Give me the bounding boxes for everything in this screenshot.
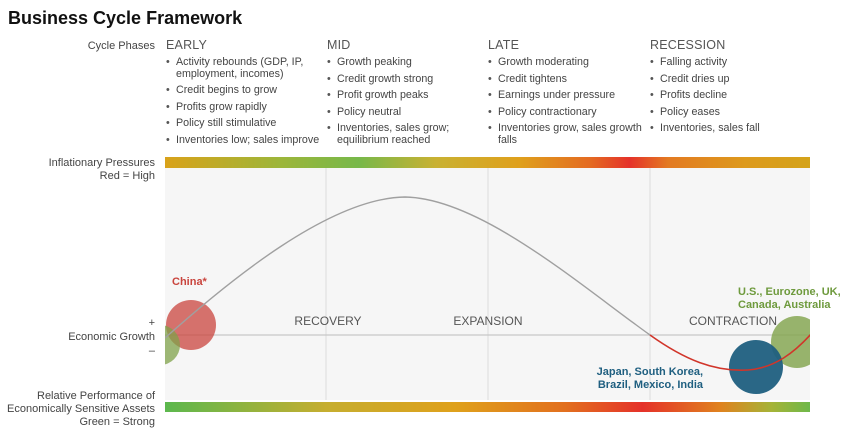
phase-late: LATE Growth moderating Credit tightens E…	[488, 38, 648, 151]
inflation-label-line2: Red = High	[99, 170, 155, 182]
phase-late-item: Inventories grow, sales growth falls	[488, 122, 648, 146]
phase-mid-item: Credit growth strong	[327, 73, 487, 86]
performance-label-line3: Green = Strong	[79, 416, 155, 428]
phase-recession-title: RECESSION	[650, 38, 726, 52]
cycle-curve	[165, 196, 651, 339]
phase-recession: RECESSION Falling activity Credit dries …	[650, 38, 810, 140]
phase-late-list: Growth moderating Credit tightens Earnin…	[488, 56, 648, 146]
phase-recession-item: Credit dries up	[650, 73, 810, 86]
growth-minus-sign: –	[148, 345, 155, 357]
phase-mid-title: MID	[327, 38, 351, 52]
cycle-curve-negative	[649, 333, 810, 371]
phase-late-title: LATE	[488, 38, 520, 52]
inflation-bar	[165, 157, 810, 168]
phase-early-item: Inventories low; sales improve	[166, 134, 326, 147]
left-green-bubble	[165, 325, 180, 365]
cycle-phases-label: Cycle Phases	[87, 40, 155, 52]
phase-mid-list: Growth peaking Credit growth strong Prof…	[327, 56, 487, 146]
phase-mid-item: Policy neutral	[327, 106, 487, 119]
phase-mid: MID Growth peaking Credit growth strong …	[327, 38, 487, 151]
performance-label-line1: Relative Performance of	[37, 390, 155, 402]
page-title: Business Cycle Framework	[8, 8, 243, 28]
inflation-label-line1: Inflationary Pressures	[48, 157, 155, 169]
emerging-bubble	[729, 340, 783, 394]
emerging-annotation-line1: Japan, South Korea,	[597, 366, 703, 378]
phase-early-title: EARLY	[166, 38, 208, 52]
developed-annotation-line1: U.S., Eurozone, UK,	[738, 286, 841, 298]
phase-late-item: Growth moderating	[488, 56, 648, 69]
performance-bar	[165, 402, 810, 412]
phase-early-item: Credit begins to grow	[166, 84, 326, 97]
phase-recession-list: Falling activity Credit dries up Profits…	[650, 56, 810, 135]
phase-late-item: Credit tightens	[488, 73, 648, 86]
phase-mid-item: Growth peaking	[327, 56, 487, 69]
phase-early-list: Activity rebounds (GDP, IP, employment, …	[166, 56, 326, 147]
growth-plus-sign: +	[148, 317, 155, 329]
phase-recession-item: Profits decline	[650, 89, 810, 102]
phase-mid-item: Profit growth peaks	[327, 89, 487, 102]
stage-label-recovery: RECOVERY	[294, 314, 361, 328]
performance-label-line2: Economically Sensitive Assets	[7, 403, 155, 415]
performance-label: Relative Performance of Economically Sen…	[5, 390, 155, 429]
economic-growth-label: Economic Growth	[68, 331, 155, 343]
phase-early: EARLY Activity rebounds (GDP, IP, employ…	[166, 38, 326, 151]
phase-late-item: Earnings under pressure	[488, 89, 648, 102]
inflation-label: Inflationary Pressures Red = High	[10, 157, 155, 183]
phase-late-item: Policy contractionary	[488, 106, 648, 119]
phase-recession-item: Falling activity	[650, 56, 810, 69]
phase-early-item: Profits grow rapidly	[166, 101, 326, 114]
phase-early-item: Policy still stimulative	[166, 117, 326, 130]
stage-label-expansion: EXPANSION	[453, 314, 522, 328]
china-annotation: China*	[172, 276, 208, 288]
developed-bubble	[771, 316, 810, 368]
phase-mid-item: Inventories, sales grow; equilibrium rea…	[327, 122, 487, 146]
developed-annotation-line2: Canada, Australia	[738, 299, 831, 311]
stage-label-contraction: CONTRACTION	[689, 314, 777, 328]
emerging-annotation-line2: Brazil, Mexico, India	[598, 379, 704, 391]
phase-early-item: Activity rebounds (GDP, IP, employment, …	[166, 56, 326, 80]
phase-recession-item: Inventories, sales fall	[650, 122, 810, 135]
phase-recession-item: Policy eases	[650, 106, 810, 119]
